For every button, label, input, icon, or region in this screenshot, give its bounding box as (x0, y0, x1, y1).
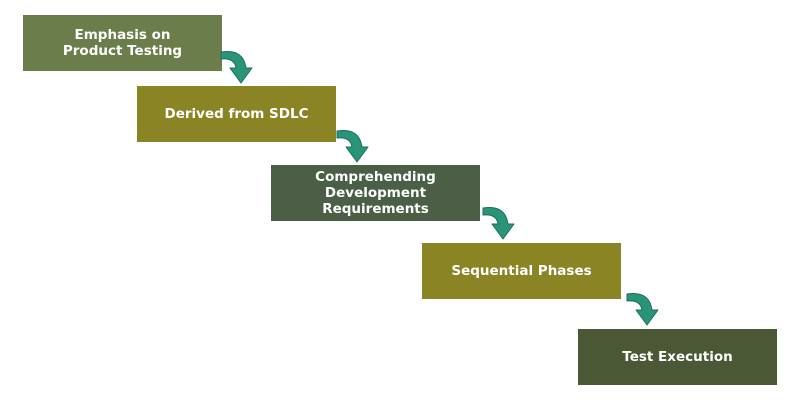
curved-down-arrow-icon (482, 207, 515, 240)
step-box-4: Sequential Phases (422, 243, 621, 299)
curved-down-arrow-icon (626, 293, 659, 326)
step-box-2: Derived from SDLC (137, 86, 336, 142)
curved-down-arrow-icon (336, 130, 369, 163)
step-box-3: Comprehending Development Requirements (271, 165, 480, 221)
step-box-5: Test Execution (578, 329, 777, 385)
step-box-1: Emphasis on Product Testing (23, 15, 222, 71)
curved-down-arrow-icon (220, 51, 253, 84)
